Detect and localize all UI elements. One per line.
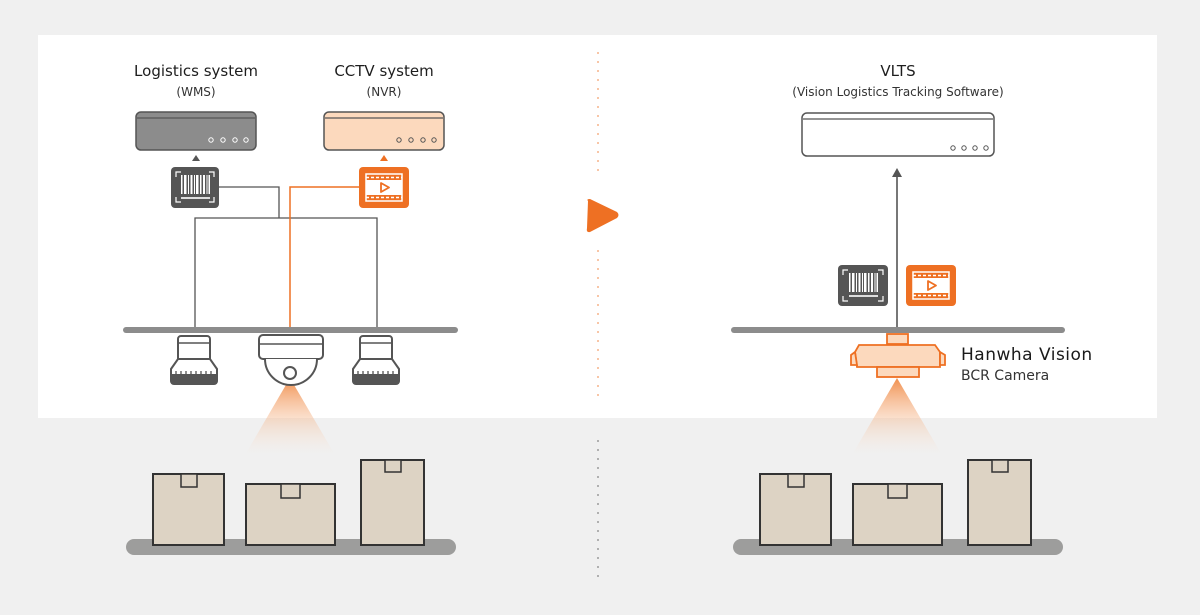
wiring-gray <box>194 186 378 330</box>
box-icon <box>852 483 943 546</box>
barcode-scanner-icon <box>352 335 400 385</box>
ceiling-rail-left <box>123 327 458 333</box>
cctv-system-subtitle: (NVR) <box>366 85 402 99</box>
box-icon <box>152 473 225 546</box>
nvr-server-icon <box>323 111 445 151</box>
dome-camera-icon <box>258 334 324 386</box>
vlts-title: VLTS <box>880 62 916 80</box>
camera-beam-left <box>245 378 335 455</box>
up-arrow-icon <box>892 168 902 177</box>
barcode-scan-icon <box>838 265 888 306</box>
camera-brand-label: Hanwha Vision <box>961 345 1093 365</box>
logistics-system-title: Logistics system <box>134 62 258 80</box>
wiring-orange <box>289 186 359 333</box>
video-play-icon <box>359 167 409 208</box>
box-icon <box>967 459 1032 546</box>
vlts-server-icon <box>801 112 995 157</box>
barcode-scan-icon <box>171 167 219 208</box>
bcr-camera-icon <box>850 333 946 378</box>
cctv-system-title: CCTV system <box>334 62 434 80</box>
barcode-scanner-icon <box>170 335 218 385</box>
camera-model-label: BCR Camera <box>961 368 1050 384</box>
play-arrow-icon <box>586 199 619 233</box>
camera-beam-right <box>852 378 942 455</box>
nvr-up-arrow-icon <box>380 155 388 161</box>
wms-up-arrow-icon <box>192 155 200 161</box>
ceiling-rail-right <box>731 327 1065 333</box>
box-icon <box>360 459 425 546</box>
box-icon <box>759 473 832 546</box>
box-icon <box>245 483 336 546</box>
video-play-icon <box>906 265 956 306</box>
logistics-system-subtitle: (WMS) <box>176 85 216 99</box>
vlts-subtitle: (Vision Logistics Tracking Software) <box>792 85 1004 99</box>
wms-server-icon <box>135 111 257 151</box>
